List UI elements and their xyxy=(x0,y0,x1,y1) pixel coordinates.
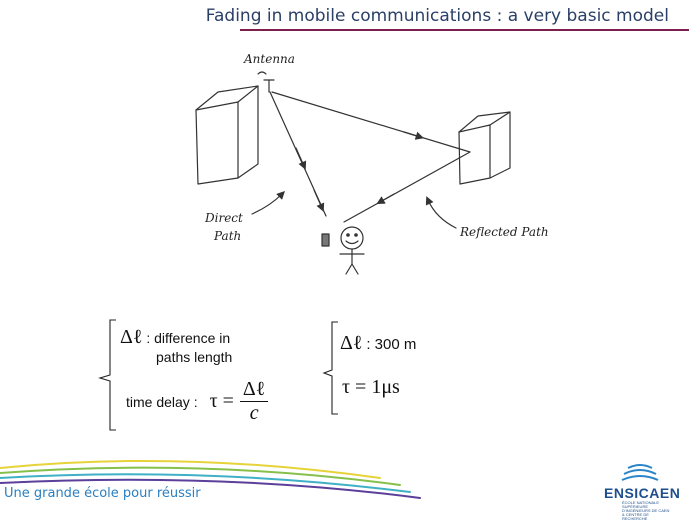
delta-l-definition-row: Δℓ : difference in xyxy=(120,326,230,349)
time-delay-label: time delay : xyxy=(126,393,198,410)
fraction-denominator: c xyxy=(249,402,259,424)
path-to-reflector-line xyxy=(271,91,471,153)
right-building xyxy=(458,111,511,185)
footer-tagline: Une grande école pour réussir xyxy=(4,486,201,501)
delay-fraction: Δℓ c xyxy=(239,378,269,425)
tau-value: τ = 1μs xyxy=(342,376,400,398)
direct-label-line1: Direct xyxy=(204,211,243,225)
antenna xyxy=(257,71,275,93)
delta-l-description-2: paths length xyxy=(156,349,233,365)
ensicaen-logo-text: ENSICAEN xyxy=(604,485,681,501)
reflected-path-line xyxy=(343,151,471,223)
mobile-phone-icon xyxy=(321,233,330,247)
antenna-label: Antenna xyxy=(243,52,295,66)
mobile-user-figure xyxy=(339,226,365,275)
slide-title: Fading in mobile communications : a very… xyxy=(205,6,669,26)
delta-l-description-1: : difference in xyxy=(146,330,231,346)
left-building xyxy=(195,85,259,185)
tau-symbol-left: τ = xyxy=(209,390,234,412)
reflected-path-label: Reflected Path xyxy=(459,225,549,239)
delta-l-symbol-right: Δℓ xyxy=(340,332,363,354)
fraction-numerator: Δℓ xyxy=(239,378,269,402)
reflected-label-pointer xyxy=(425,196,457,229)
formula-brackets xyxy=(98,319,338,431)
delta-l-symbol-left: Δℓ xyxy=(120,326,143,348)
direct-label-line2: Path xyxy=(213,229,241,243)
delta-l-value-row: Δℓ : 300 m xyxy=(340,332,416,355)
title-underline xyxy=(240,29,689,31)
footer-swoosh xyxy=(0,459,421,499)
ensicaen-logo-mark xyxy=(621,464,659,481)
direct-label-pointer xyxy=(251,191,285,215)
ensicaen-logo-subtext: ÉCOLE NATIONALE SUPÉRIEURE D'INGÉNIEURS … xyxy=(622,500,670,521)
time-delay-row: time delay : τ = Δℓ c xyxy=(126,378,269,425)
delta-l-value: : 300 m xyxy=(366,336,417,353)
